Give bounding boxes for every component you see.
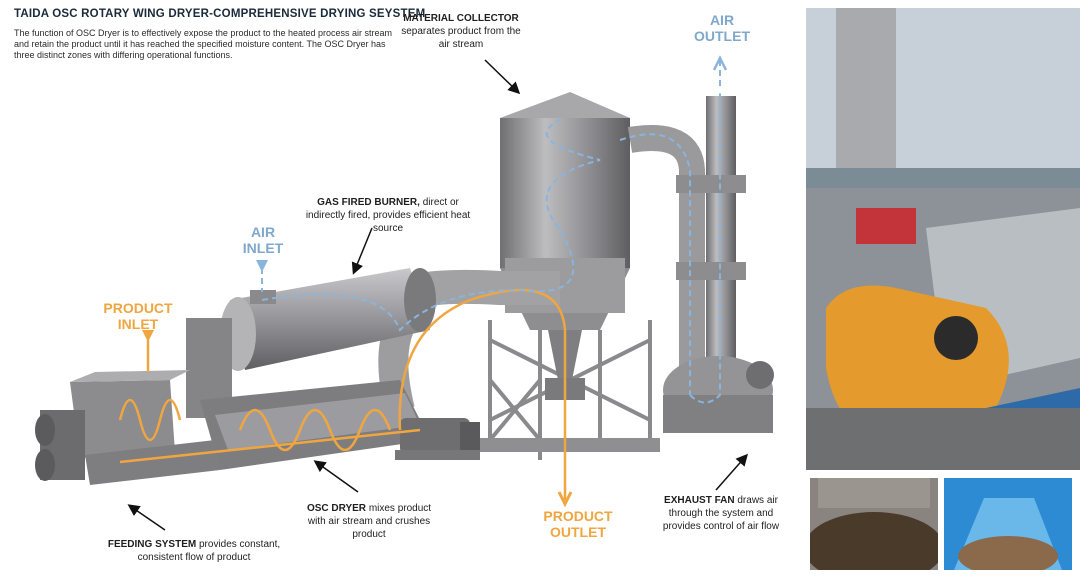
air-outlet-arrowhead <box>712 55 728 71</box>
exhaust-fan-desc: draws air through the system and provide… <box>662 495 780 532</box>
exhaust-fan-callout: EXHAUST FAN draws air through the system… <box>656 494 786 533</box>
dryer-installation-photo <box>806 8 1080 470</box>
feeding-system-desc: provides constant, consistent flow of pr… <box>137 539 281 563</box>
product-flow-path <box>118 288 573 508</box>
product-inlet-label: PRODUCT INLET <box>100 300 176 332</box>
product-inlet-arrowhead <box>142 330 154 342</box>
product-inlet-line1: PRODUCT <box>103 300 173 316</box>
installation-scene <box>806 8 1080 470</box>
dried-product-scene <box>810 478 938 570</box>
feeding-system-heading: FEEDING SYSTEM <box>107 539 197 550</box>
material-collector-callout: MATERIAL COLLECTOR separates product fro… <box>400 12 522 51</box>
osc-dryer-desc: mixes product with air stream and crushe… <box>307 503 432 540</box>
air-outlet-line2: OUTLET <box>694 28 750 44</box>
burner-drum <box>220 268 436 371</box>
product-inlet-line2: INLET <box>117 316 159 332</box>
exhaust-fan <box>663 356 774 433</box>
air-inlet-line2: INLET <box>242 240 284 256</box>
air-inlet-arrowhead <box>256 260 268 272</box>
gas-burner-heading: GAS FIRED BURNER, <box>317 197 420 208</box>
material-collector <box>500 92 630 400</box>
product-outlet-line2: OUTLET <box>550 524 606 540</box>
product-outlet-label: PRODUCT OUTLET <box>540 508 616 540</box>
exhaust-fan-heading: EXHAUST FAN <box>664 495 735 506</box>
feeding-system-callout: FEEDING SYSTEM provides constant, consis… <box>106 538 282 564</box>
air-outlet-label: AIR OUTLET <box>694 12 750 44</box>
stack-bracket-bottom <box>676 262 746 280</box>
stack-bracket-top <box>676 175 746 193</box>
dryer-motor <box>395 418 480 460</box>
intro-text: The function of OSC Dryer is to effectiv… <box>14 28 393 60</box>
callout-arrows <box>127 59 748 531</box>
dried-product-photo <box>810 478 938 570</box>
air-outlet-line1: AIR <box>709 12 735 28</box>
product-outlet-line1: PRODUCT <box>543 508 613 524</box>
osc-dryer-callout: OSC DRYER mixes product with air stream … <box>304 502 434 541</box>
material-collector-desc: separates product from the air stream <box>401 26 521 50</box>
dryer-to-collector-duct <box>417 269 560 307</box>
frame-base <box>480 438 660 452</box>
diagram-title: TAIDA OSC ROTARY WING DRYER-COMPREHENSIV… <box>14 8 426 20</box>
dryer-system-illustration <box>35 55 774 531</box>
air-inlet-label: AIR INLET <box>238 224 288 256</box>
blue-container-scene <box>944 478 1072 570</box>
air-inlet-line1: AIR <box>250 224 276 240</box>
osc-dryer-heading: OSC DRYER <box>306 503 367 514</box>
gas-burner-desc: direct or indirectly fired, provides eff… <box>305 197 471 234</box>
material-collector-heading: MATERIAL COLLECTOR <box>403 13 519 24</box>
blue-container-photo <box>944 478 1072 570</box>
gas-burner-callout: GAS FIRED BURNER, direct or indirectly f… <box>300 196 476 235</box>
